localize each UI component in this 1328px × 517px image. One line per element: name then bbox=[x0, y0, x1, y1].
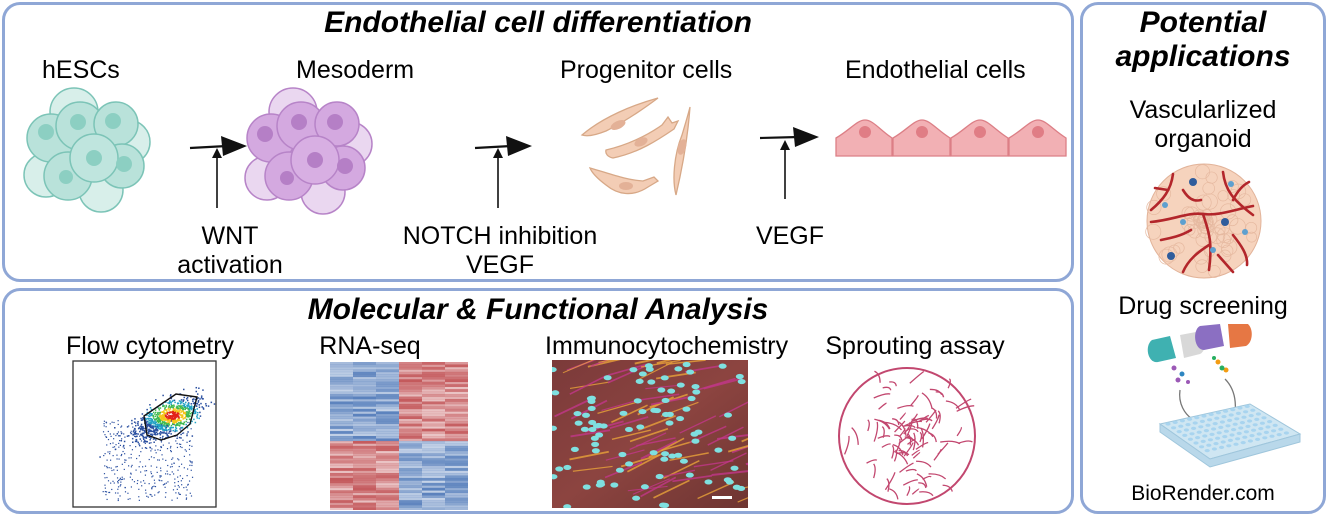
signal-notch-line1: NOTCH inhibition bbox=[402, 222, 598, 250]
vascularized-organoid-icon bbox=[1145, 163, 1262, 279]
application-drug-screening-label: Drug screening bbox=[1118, 292, 1288, 320]
applications-title-line2: applications bbox=[1115, 40, 1291, 73]
flow-cytometry-plot bbox=[72, 360, 217, 508]
hescs-cluster-icon bbox=[23, 87, 151, 213]
rnaseq-heatmap bbox=[330, 362, 468, 510]
sprouting-sphere-icon bbox=[838, 367, 976, 505]
arrow-notch-icon bbox=[474, 136, 532, 208]
signal-notch-line2: VEGF bbox=[465, 251, 535, 279]
signal-notch: NOTCH inhibition VEGF bbox=[380, 222, 620, 280]
stage-label-progenitor: Progenitor cells bbox=[560, 56, 733, 84]
analysis-title: Molecular & Functional Analysis bbox=[307, 293, 769, 326]
capsule-purple-orange bbox=[1195, 324, 1252, 350]
signal-wnt: WNT activation bbox=[150, 222, 310, 280]
stage-label-mesoderm: Mesoderm bbox=[296, 56, 415, 84]
signal-wnt-line2: activation bbox=[177, 251, 283, 279]
application-organoid-line1: Vascularlized bbox=[1129, 96, 1277, 124]
application-organoid-label: Vascularlized organoid bbox=[1080, 96, 1326, 154]
signal-vegf: VEGF bbox=[755, 222, 825, 250]
endothelial-cells-icon bbox=[835, 119, 1067, 157]
stage-label-endothelial: Endothelial cells bbox=[845, 56, 1026, 84]
applications-title-line1: Potential bbox=[1139, 6, 1267, 39]
immunocytochemistry-image bbox=[552, 360, 748, 508]
stage-label-hescs: hESCs bbox=[42, 56, 120, 84]
applications-title: Potential applications bbox=[1080, 6, 1326, 74]
differentiation-title: Endothelial cell differentiation bbox=[324, 6, 752, 39]
arrow-vegf-icon bbox=[759, 127, 819, 199]
mesoderm-cluster-icon bbox=[244, 87, 373, 215]
scale-bar bbox=[712, 496, 732, 499]
method-label-icc: Immunocytochemistry bbox=[545, 332, 789, 360]
method-label-flow: Flow cytometry bbox=[65, 332, 235, 360]
biorender-credit: BioRender.com bbox=[1131, 482, 1275, 505]
drug-screening-icon bbox=[1147, 324, 1302, 468]
method-label-rnaseq: RNA-seq bbox=[319, 332, 421, 360]
method-label-sprouting: Sprouting assay bbox=[825, 332, 1005, 360]
arrow-wnt-icon bbox=[189, 136, 247, 208]
signal-wnt-line1: WNT bbox=[201, 222, 259, 250]
flow-gate bbox=[143, 393, 198, 441]
application-organoid-line2: organoid bbox=[1154, 125, 1252, 153]
well-plate bbox=[1158, 403, 1302, 468]
progenitor-cells-icon bbox=[580, 97, 691, 196]
